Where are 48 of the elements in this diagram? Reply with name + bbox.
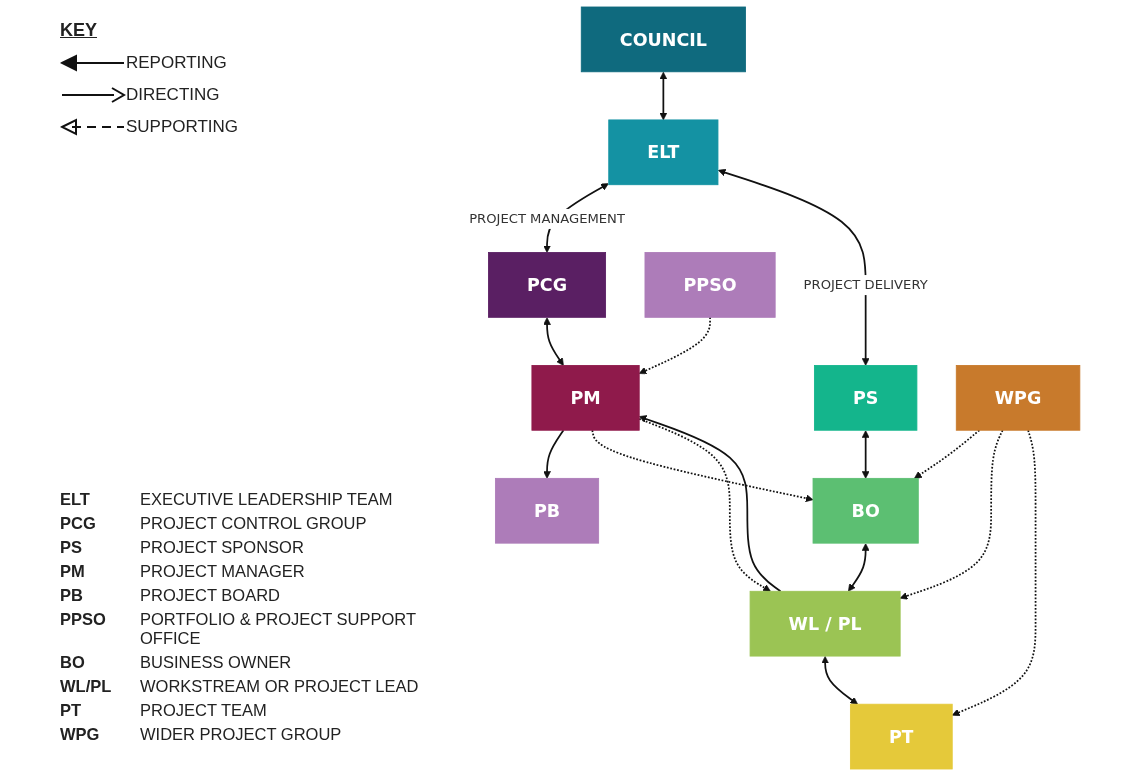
arrow: [543, 429, 565, 479]
arrow: [951, 429, 1037, 717]
definition: WIDER PROJECT GROUP: [140, 725, 343, 744]
definition: PORTFOLIO & PROJECT SUPPORT OFFICE: [140, 610, 417, 648]
node-box: PM: [531, 365, 640, 431]
definition: PROJECT CONTROL GROUP: [140, 514, 368, 533]
node-box: ELT: [608, 119, 719, 186]
abbreviation: PS: [60, 538, 83, 557]
arrow: [899, 429, 1004, 600]
abbreviation: PPSO: [60, 610, 107, 630]
definition: PROJECT TEAM: [140, 701, 268, 720]
node-box: PT: [849, 703, 953, 770]
edge-label: PROJECT MANAGEMENT: [469, 210, 625, 227]
definition: PROJECT SPONSOR: [140, 538, 305, 557]
abbreviation: PB: [60, 586, 84, 605]
abbreviation: PT: [60, 701, 83, 720]
abbreviation: PM: [60, 562, 86, 581]
arrow: [861, 430, 870, 479]
node-box: PPSO: [644, 252, 776, 318]
node-box: WL / PL: [749, 590, 901, 657]
node-box: PB: [495, 477, 600, 544]
arrow: [821, 656, 858, 705]
abbreviation: ELT: [60, 490, 91, 509]
arrow: [591, 429, 814, 503]
definition: WORKSTREAM OR PROJECT LEAD: [140, 677, 420, 696]
arrow: [717, 168, 870, 366]
definition: BUSINESS OWNER: [140, 653, 293, 672]
definition: PROJECT MANAGER: [140, 562, 306, 581]
legend-label: SUPPORTING: [126, 117, 239, 137]
node-box: BO: [812, 477, 919, 544]
node-box: WPG: [955, 365, 1081, 431]
node-box: PS: [813, 365, 918, 431]
legend-label: REPORTING: [126, 53, 227, 73]
arrow: [914, 429, 981, 479]
legend-label: DIRECTING: [126, 85, 220, 105]
arrow: [543, 317, 564, 366]
arrow: [848, 543, 870, 592]
definition: PROJECT BOARD: [140, 586, 281, 605]
edge-label: PROJECT DELIVERY: [803, 276, 928, 293]
abbreviation: WL/PL: [60, 677, 113, 696]
abbreviation: PCG: [60, 514, 97, 533]
node-box: PCG: [488, 252, 607, 318]
node-box: COUNCIL: [580, 6, 746, 73]
arrow: [659, 71, 668, 121]
abbreviation: BO: [60, 653, 86, 672]
definition: EXECUTIVE LEADERSHIP TEAM: [140, 490, 394, 509]
abbreviation: WPG: [60, 725, 101, 744]
key-heading: KEY: [60, 20, 97, 41]
